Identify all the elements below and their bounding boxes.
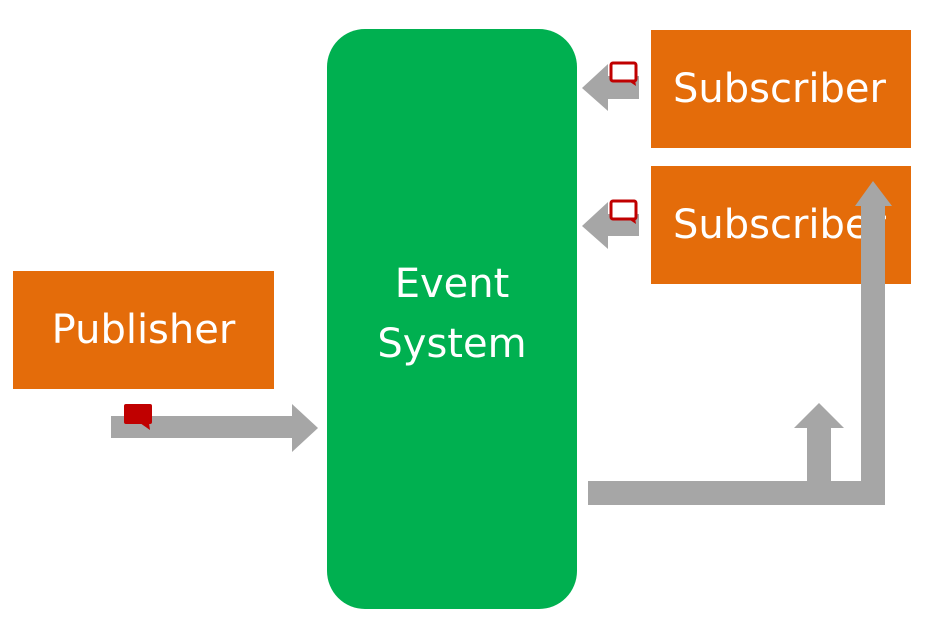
subscribe-arrow-1 [582,64,639,111]
message-icon [609,61,638,86]
message-icon [609,199,638,224]
subscriber-box-1: Subscriber [651,30,911,148]
subscriber-label-2: Subscriber [673,202,886,248]
event-system-box: Event System [327,29,577,609]
publisher-label: Publisher [51,307,236,353]
event-system-label-line2: System [377,321,527,367]
subscribe-arrow-2 [582,202,639,249]
publish-arrow [111,404,318,452]
subscriber-box-2: Subscriber [651,166,911,284]
message-icon [124,404,152,430]
event-system-label-line1: Event [394,261,510,307]
subscriber-label-1: Subscriber [673,66,886,112]
publisher-box: Publisher [13,271,274,389]
